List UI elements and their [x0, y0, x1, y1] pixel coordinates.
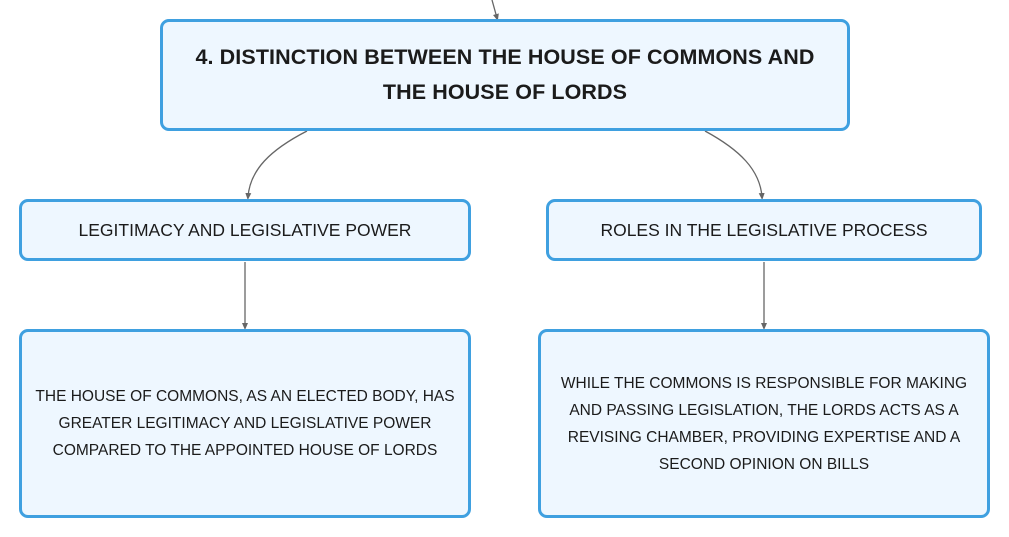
root-node[interactable]: 4. DISTINCTION BETWEEN THE HOUSE OF COMM…: [160, 19, 850, 131]
connector-root-to-left-branch: [245, 130, 308, 200]
branch-node-legitimacy-label: LEGITIMACY AND LEGISLATIVE POWER: [78, 220, 412, 240]
branch-node-legislative-roles[interactable]: ROLES IN THE LEGISLATIVE PROCESS: [546, 199, 982, 261]
leaf-node-legislative-roles-detail-text: WHILE THE COMMONS IS RESPONSIBLE FOR MAK…: [560, 374, 968, 473]
root-node-label: 4. DISTINCTION BETWEEN THE HOUSE OF COMM…: [195, 45, 815, 104]
leaf-node-legitimacy-detail-text: THE HOUSE OF COMMONS, AS AN ELECTED BODY…: [35, 388, 455, 459]
branch-node-legislative-roles-label: ROLES IN THE LEGISLATIVE PROCESS: [600, 220, 928, 240]
leaf-node-legitimacy-detail[interactable]: THE HOUSE OF COMMONS, AS AN ELECTED BODY…: [19, 329, 471, 518]
incoming-connector: [491, 0, 499, 21]
leaf-node-legislative-roles-detail[interactable]: WHILE THE COMMONS IS RESPONSIBLE FOR MAK…: [538, 329, 990, 518]
connector-root-to-right-branch: [704, 130, 765, 200]
branch-node-legitimacy[interactable]: LEGITIMACY AND LEGISLATIVE POWER: [19, 199, 471, 261]
